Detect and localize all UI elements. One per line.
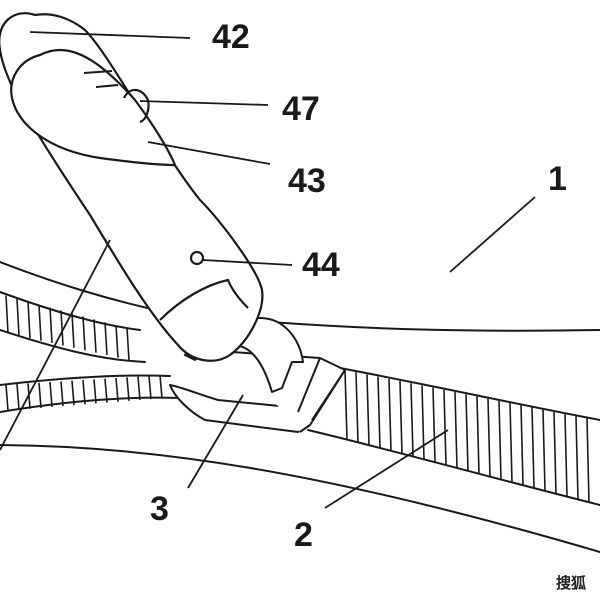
- zipper-tooth: [104, 378, 108, 403]
- zipper-tooth: [443, 389, 447, 466]
- zipper-tooth: [564, 413, 568, 497]
- zipper-tooth: [388, 378, 392, 452]
- zipper-tooth: [542, 409, 546, 492]
- leader-47: [139, 100, 269, 106]
- leader-3: [187, 394, 244, 489]
- reference-number-3: 3: [150, 490, 169, 528]
- watermark: 搜狐: [556, 574, 587, 592]
- pull-tab-edge-marks: [83, 70, 119, 88]
- zipper-tooth: [82, 316, 86, 351]
- reference-number-2: 2: [294, 516, 313, 554]
- reference-number-42: 42: [212, 18, 250, 56]
- zipper-tooth: [432, 387, 436, 463]
- zipper-teeth: [5, 295, 590, 503]
- zipper-tooth: [586, 418, 590, 503]
- zipper-tooth: [93, 319, 97, 353]
- pull-tab: [0, 12, 264, 362]
- zipper-tooth: [520, 405, 524, 486]
- zipper-tooth: [71, 380, 75, 406]
- zipper-tooth: [366, 374, 370, 446]
- zipper-tooth: [137, 376, 141, 401]
- zipper-tooth: [49, 307, 53, 344]
- zipper-tooth: [465, 394, 469, 472]
- leader-left: [0, 239, 111, 451]
- reference-number-44: 44: [302, 246, 340, 284]
- zipper-tooth: [5, 295, 9, 334]
- zipper-tooth: [115, 377, 119, 402]
- zipper-tooth: [71, 313, 75, 348]
- zipper-tooth: [148, 375, 152, 400]
- zipper-tooth: [38, 304, 42, 341]
- zipper-tooth: [82, 379, 86, 405]
- zipper-tooth: [104, 322, 108, 356]
- zipper-tooth: [27, 301, 31, 339]
- zipper-tooth: [60, 310, 64, 346]
- zipper-tooth: [575, 416, 579, 500]
- leader-43: [147, 141, 271, 165]
- zipper-tooth: [93, 379, 97, 404]
- zipper-tooth: [355, 372, 359, 443]
- reference-number-47: 47: [282, 90, 320, 128]
- zipper-tooth: [531, 407, 535, 489]
- zipper-tooth: [38, 382, 42, 408]
- reference-number-43: 43: [288, 162, 326, 200]
- reference-number-1: 1: [548, 160, 567, 198]
- zipper-tooth: [553, 411, 557, 494]
- leader-2: [324, 429, 449, 509]
- zipper-tooth: [5, 384, 9, 411]
- zipper-tooth: [126, 328, 130, 360]
- reference-leader-lines: [0, 31, 536, 509]
- zipper-tooth: [115, 325, 119, 358]
- zipper-tooth: [159, 375, 163, 399]
- leader-44: [202, 259, 293, 266]
- zipper-tooth: [16, 383, 20, 410]
- zipper-tooth: [49, 381, 53, 408]
- zipper-tooth: [344, 369, 348, 440]
- zipper-tooth: [421, 385, 425, 460]
- zipper-tooth: [399, 380, 403, 454]
- leader-42: [29, 31, 191, 39]
- zipper-tooth: [454, 391, 458, 469]
- zipper-tooth: [498, 400, 502, 480]
- leader-1: [449, 196, 536, 273]
- zipper-tooth: [509, 402, 513, 483]
- zipper-tooth: [487, 398, 491, 477]
- zipper-tooth: [126, 377, 130, 401]
- zipper-tooth: [60, 381, 64, 407]
- zipper-tooth: [410, 383, 414, 457]
- zipper-tooth: [476, 396, 480, 474]
- zipper-tooth: [16, 298, 20, 336]
- zipper-tooth: [377, 376, 381, 449]
